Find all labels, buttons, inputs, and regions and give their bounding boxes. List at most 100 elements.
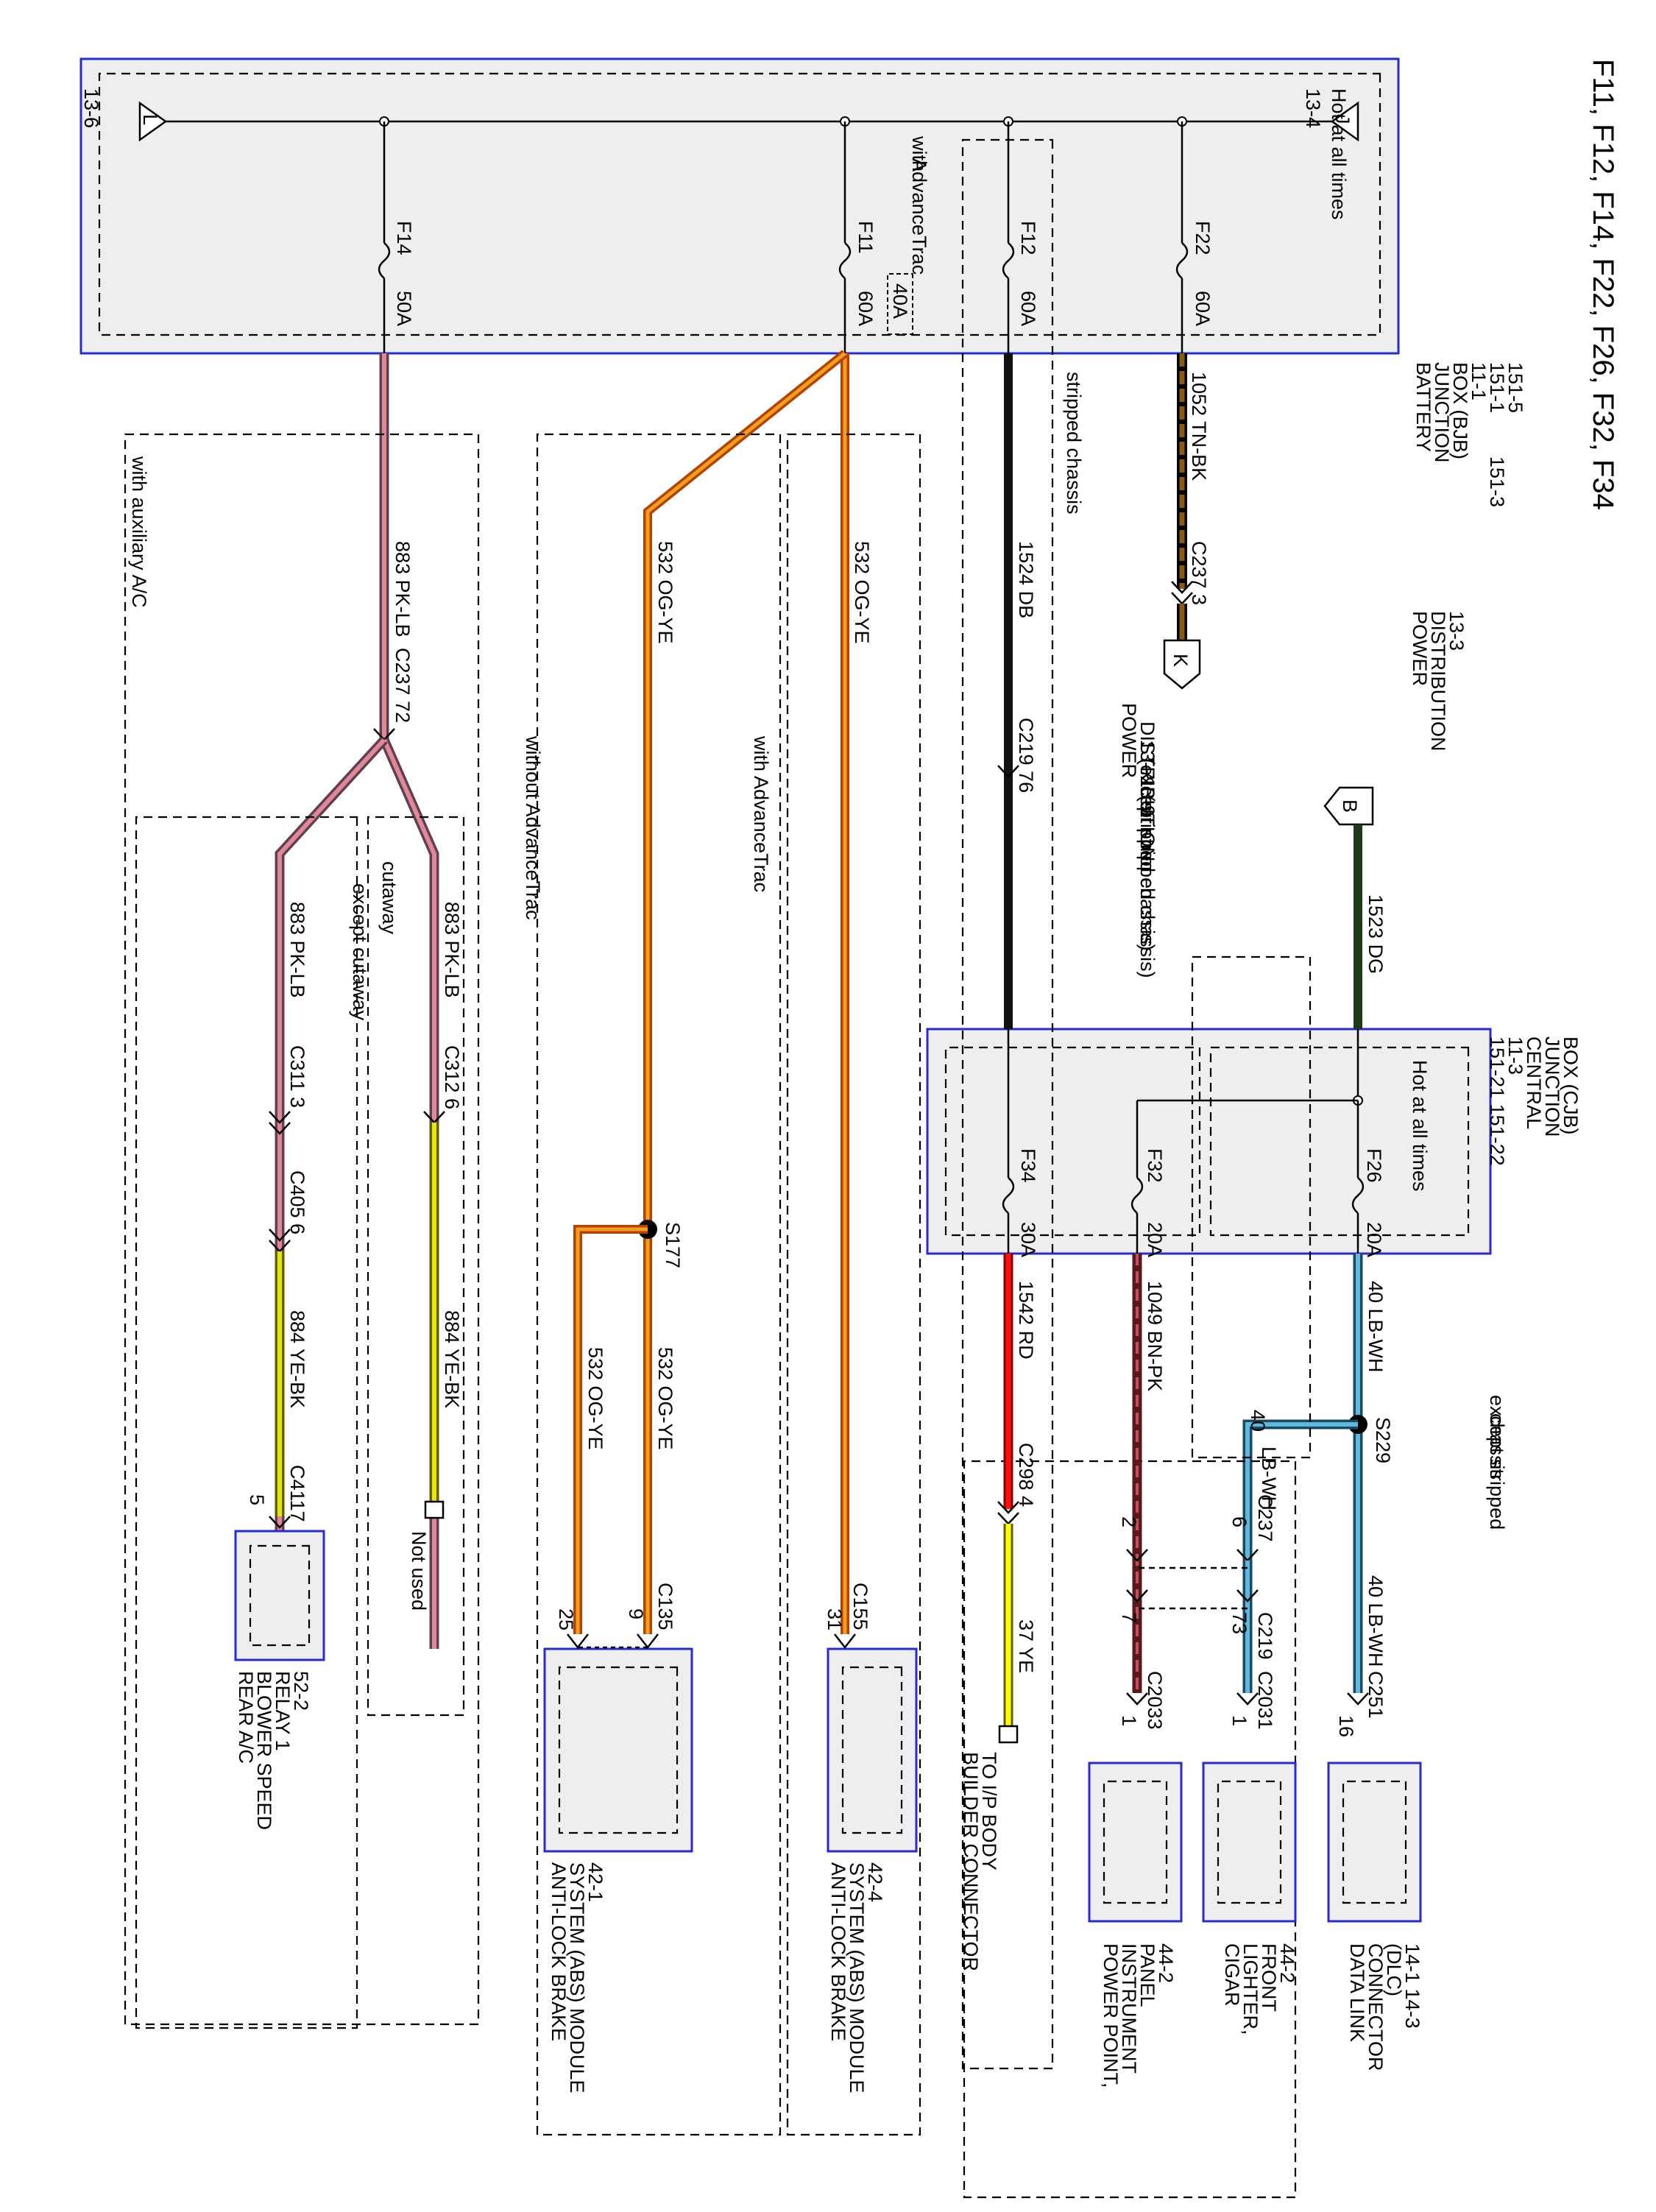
svg-text:chassis: chassis	[1486, 1413, 1508, 1480]
svg-text:532 OG-YE: 532 OG-YE	[584, 1347, 606, 1450]
svg-text:151-21 151-22: 151-21 151-22	[1486, 1036, 1508, 1166]
svg-text:ANTI-LOCK BRAKE: ANTI-LOCK BRAKE	[827, 1862, 849, 2041]
svg-text:except stripped: except stripped	[1486, 1395, 1508, 1530]
fuse-f26: F26 20A	[1351, 1100, 1385, 1257]
cutaway-box	[367, 816, 465, 1717]
svg-text:883 PK-LB: 883 PK-LB	[286, 902, 308, 998]
svg-text:C219: C219	[1254, 1612, 1276, 1660]
svg-text:F11: F11	[854, 221, 877, 254]
svg-text:40A: 40A	[889, 283, 911, 319]
svg-text:LIGHTER,: LIGHTER,	[1239, 1943, 1262, 2035]
svg-text:K: K	[1170, 654, 1192, 667]
svg-text:INSTRUMENT: INSTRUMENT	[1118, 1943, 1140, 2074]
fuse-f34: F34 30A	[1002, 1029, 1039, 1257]
with-advancetrac-box	[786, 433, 921, 2136]
svg-text:S229: S229	[1372, 1417, 1394, 1463]
page-title: F11, F12, F14, F22, F26, F32, F34	[1587, 59, 1619, 510]
svg-text:60A: 60A	[1017, 291, 1039, 326]
connector-j-label: J	[1331, 114, 1354, 124]
bjb-box	[79, 57, 1400, 355]
component-ip-body-builder: TO I/P BODY BUILDER CONNECTOR	[960, 1752, 1000, 1971]
svg-text:with: with	[908, 135, 930, 172]
svg-text:1049 BN-PK: 1049 BN-PK	[1144, 1281, 1166, 1391]
svg-text:9: 9	[625, 1608, 647, 1619]
bjb-refs: 11-1 151-1 151-5 151-3	[1468, 362, 1526, 507]
svg-text:1542 RD: 1542 RD	[1015, 1281, 1037, 1360]
svg-text:F22: F22	[1192, 221, 1214, 255]
power-distribution-k-text: DISTRIBUTION 13-7 (except stripped chass…	[1136, 721, 1158, 978]
svg-text:42-4: 42-4	[864, 1862, 886, 1902]
svg-text:Not used: Not used	[408, 1531, 430, 1611]
svg-text:25: 25	[555, 1608, 577, 1630]
svg-text:1524 DB: 1524 DB	[1015, 541, 1037, 618]
svg-text:151-1: 151-1	[1486, 362, 1508, 413]
bjb-name: BATTERY JUNCTION BOX (BJB)	[1412, 362, 1471, 463]
except-cutaway-box	[135, 816, 358, 2029]
svg-text:37 YE: 37 YE	[1015, 1619, 1037, 1673]
svg-text:C251: C251	[1365, 1671, 1387, 1719]
svg-text:JUNCTION: JUNCTION	[1541, 1036, 1563, 1137]
svg-text:2: 2	[1118, 1516, 1140, 1527]
svg-text:F26: F26	[1363, 1148, 1385, 1183]
svg-text:1: 1	[1118, 1715, 1140, 1726]
svg-text:CENTRAL: CENTRAL	[1523, 1036, 1545, 1129]
note-stripped-chassis: stripped chassis	[1063, 372, 1085, 515]
svg-text:11-1: 11-1	[1468, 362, 1490, 400]
svg-text:C237: C237	[1254, 1494, 1276, 1542]
svg-text:C155: C155	[849, 1583, 871, 1630]
note-without-advancetrac: without AdvanceTrac	[522, 735, 544, 920]
svg-text:883 PK-LB: 883 PK-LB	[392, 541, 414, 637]
svg-text:13-7: 13-7	[1136, 740, 1158, 780]
svg-text:13-9: 13-9	[1136, 777, 1158, 816]
note-with-advancetrac: with AdvanceTrac	[750, 735, 772, 892]
wire-1523: 1523 DG	[1354, 824, 1387, 1029]
bjb-advancetrac-note: with AdvanceTrac	[908, 135, 930, 275]
bjb-hot-note: Hot at all times	[1328, 88, 1350, 220]
note-except-stripped: except stripped chassis	[1486, 1395, 1508, 1530]
cjb-inner-2	[944, 1046, 1201, 1237]
fuse-f32: F32 20A	[1130, 1100, 1166, 1257]
svg-text:REAR A/C: REAR A/C	[235, 1671, 257, 1764]
bjb-hot-ref: 13-4	[1302, 88, 1324, 128]
svg-text:532 OG-YE: 532 OG-YE	[654, 541, 676, 644]
svg-text:60A: 60A	[854, 291, 877, 326]
svg-text:50A: 50A	[393, 291, 415, 326]
connector-b: B	[1323, 786, 1374, 826]
cjb-name: CENTRAL JUNCTION BOX (CJB)	[1523, 1036, 1582, 1137]
svg-text:73: 73	[1228, 1612, 1250, 1634]
svg-text:5: 5	[246, 1494, 268, 1505]
svg-text:60A: 60A	[1192, 291, 1214, 326]
svg-text:BOX (BJB): BOX (BJB)	[1449, 362, 1471, 459]
svg-text:SYSTEM (ABS) MODULE: SYSTEM (ABS) MODULE	[566, 1862, 588, 2093]
svg-text:1523 DG: 1523 DG	[1365, 894, 1387, 974]
bjb-inner	[98, 72, 1381, 336]
svg-text:C311 3: C311 3	[286, 1045, 308, 1108]
fuse-f11: F11 60A 40A	[838, 116, 913, 353]
note-cutaway: cutaway	[378, 861, 400, 935]
svg-text:44-2: 44-2	[1276, 1943, 1298, 1983]
cjb-inner-1	[1209, 1046, 1470, 1237]
svg-text:F32: F32	[1144, 1148, 1166, 1183]
component-abs-module-42-1: C135 9 25 ANTI-LOCK BRAKE SYSTEM (ABS) M…	[543, 1583, 693, 2093]
svg-text:40 LB-WH: 40 LB-WH	[1365, 1281, 1387, 1373]
svg-text:884 YE-BK: 884 YE-BK	[441, 1310, 463, 1408]
svg-text:CIGAR: CIGAR	[1221, 1943, 1243, 2007]
svg-text:C2031: C2031	[1254, 1671, 1276, 1730]
svg-text:1052 TN-BK: 1052 TN-BK	[1188, 372, 1210, 481]
svg-text:C219 76: C219 76	[1015, 718, 1037, 793]
svg-text:1: 1	[1228, 1715, 1250, 1726]
fuse-f22: F22 60A	[1175, 116, 1214, 353]
svg-text:F12: F12	[1017, 221, 1039, 255]
svg-text:C298 4: C298 4	[1015, 1443, 1037, 1507]
svg-text:DISTRIBUTION: DISTRIBUTION	[1136, 721, 1158, 862]
component-abs-module-42-4: C155 31 ANTI-LOCK BRAKE SYSTEM (ABS) MOD…	[824, 1583, 918, 2093]
aux-ac-box	[124, 433, 480, 2026]
connector-l-icon	[138, 101, 168, 142]
svg-text:S177: S177	[662, 1222, 684, 1268]
svg-text:DISTRIBUTION: DISTRIBUTION	[1427, 611, 1449, 752]
svg-text:BUILDER CONNECTOR: BUILDER CONNECTOR	[960, 1752, 982, 1971]
svg-text:40 LB-WH: 40 LB-WH	[1365, 1575, 1387, 1667]
svg-text:B: B	[1339, 799, 1361, 813]
svg-text:JUNCTION: JUNCTION	[1431, 362, 1453, 463]
